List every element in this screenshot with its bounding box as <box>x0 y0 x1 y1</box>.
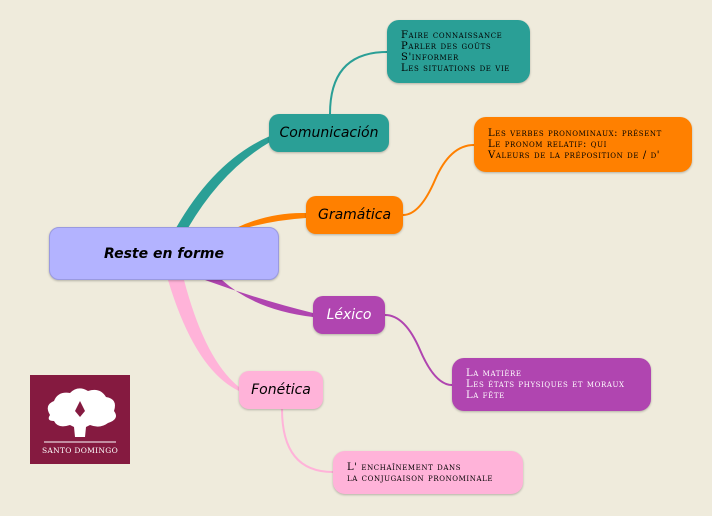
connector-gramatica <box>236 212 306 228</box>
branch-comunicacion[interactable]: Comunicación <box>269 114 389 152</box>
branch-fonetica[interactable]: Fonética <box>239 371 323 409</box>
lexico-details[interactable]: La matière Les états physiques et moraux… <box>452 358 651 411</box>
connector-comunicacion <box>176 136 270 228</box>
link-gramatica-details <box>402 144 475 216</box>
connector-lexico <box>205 280 313 317</box>
comunicacion-details[interactable]: Faire connaissance Parler des goûts S'in… <box>387 20 530 83</box>
connector-fonetica <box>168 280 239 391</box>
link-fonetica-details <box>281 408 334 473</box>
central-node[interactable]: Reste en forme <box>49 227 279 280</box>
link-comunicacion-details <box>329 51 388 115</box>
link-lexico-details <box>384 314 453 386</box>
tree-pen-icon <box>44 388 116 443</box>
branch-gramatica[interactable]: Gramática <box>306 196 403 234</box>
gramatica-details[interactable]: Les verbes pronominaux: présent Le prono… <box>474 117 692 172</box>
santo-domingo-logo: SANTO DOMINGO <box>30 375 130 464</box>
fonetica-details[interactable]: L' enchaînement dans la conjugaison pron… <box>333 451 523 494</box>
branch-lexico[interactable]: Léxico <box>313 296 385 334</box>
